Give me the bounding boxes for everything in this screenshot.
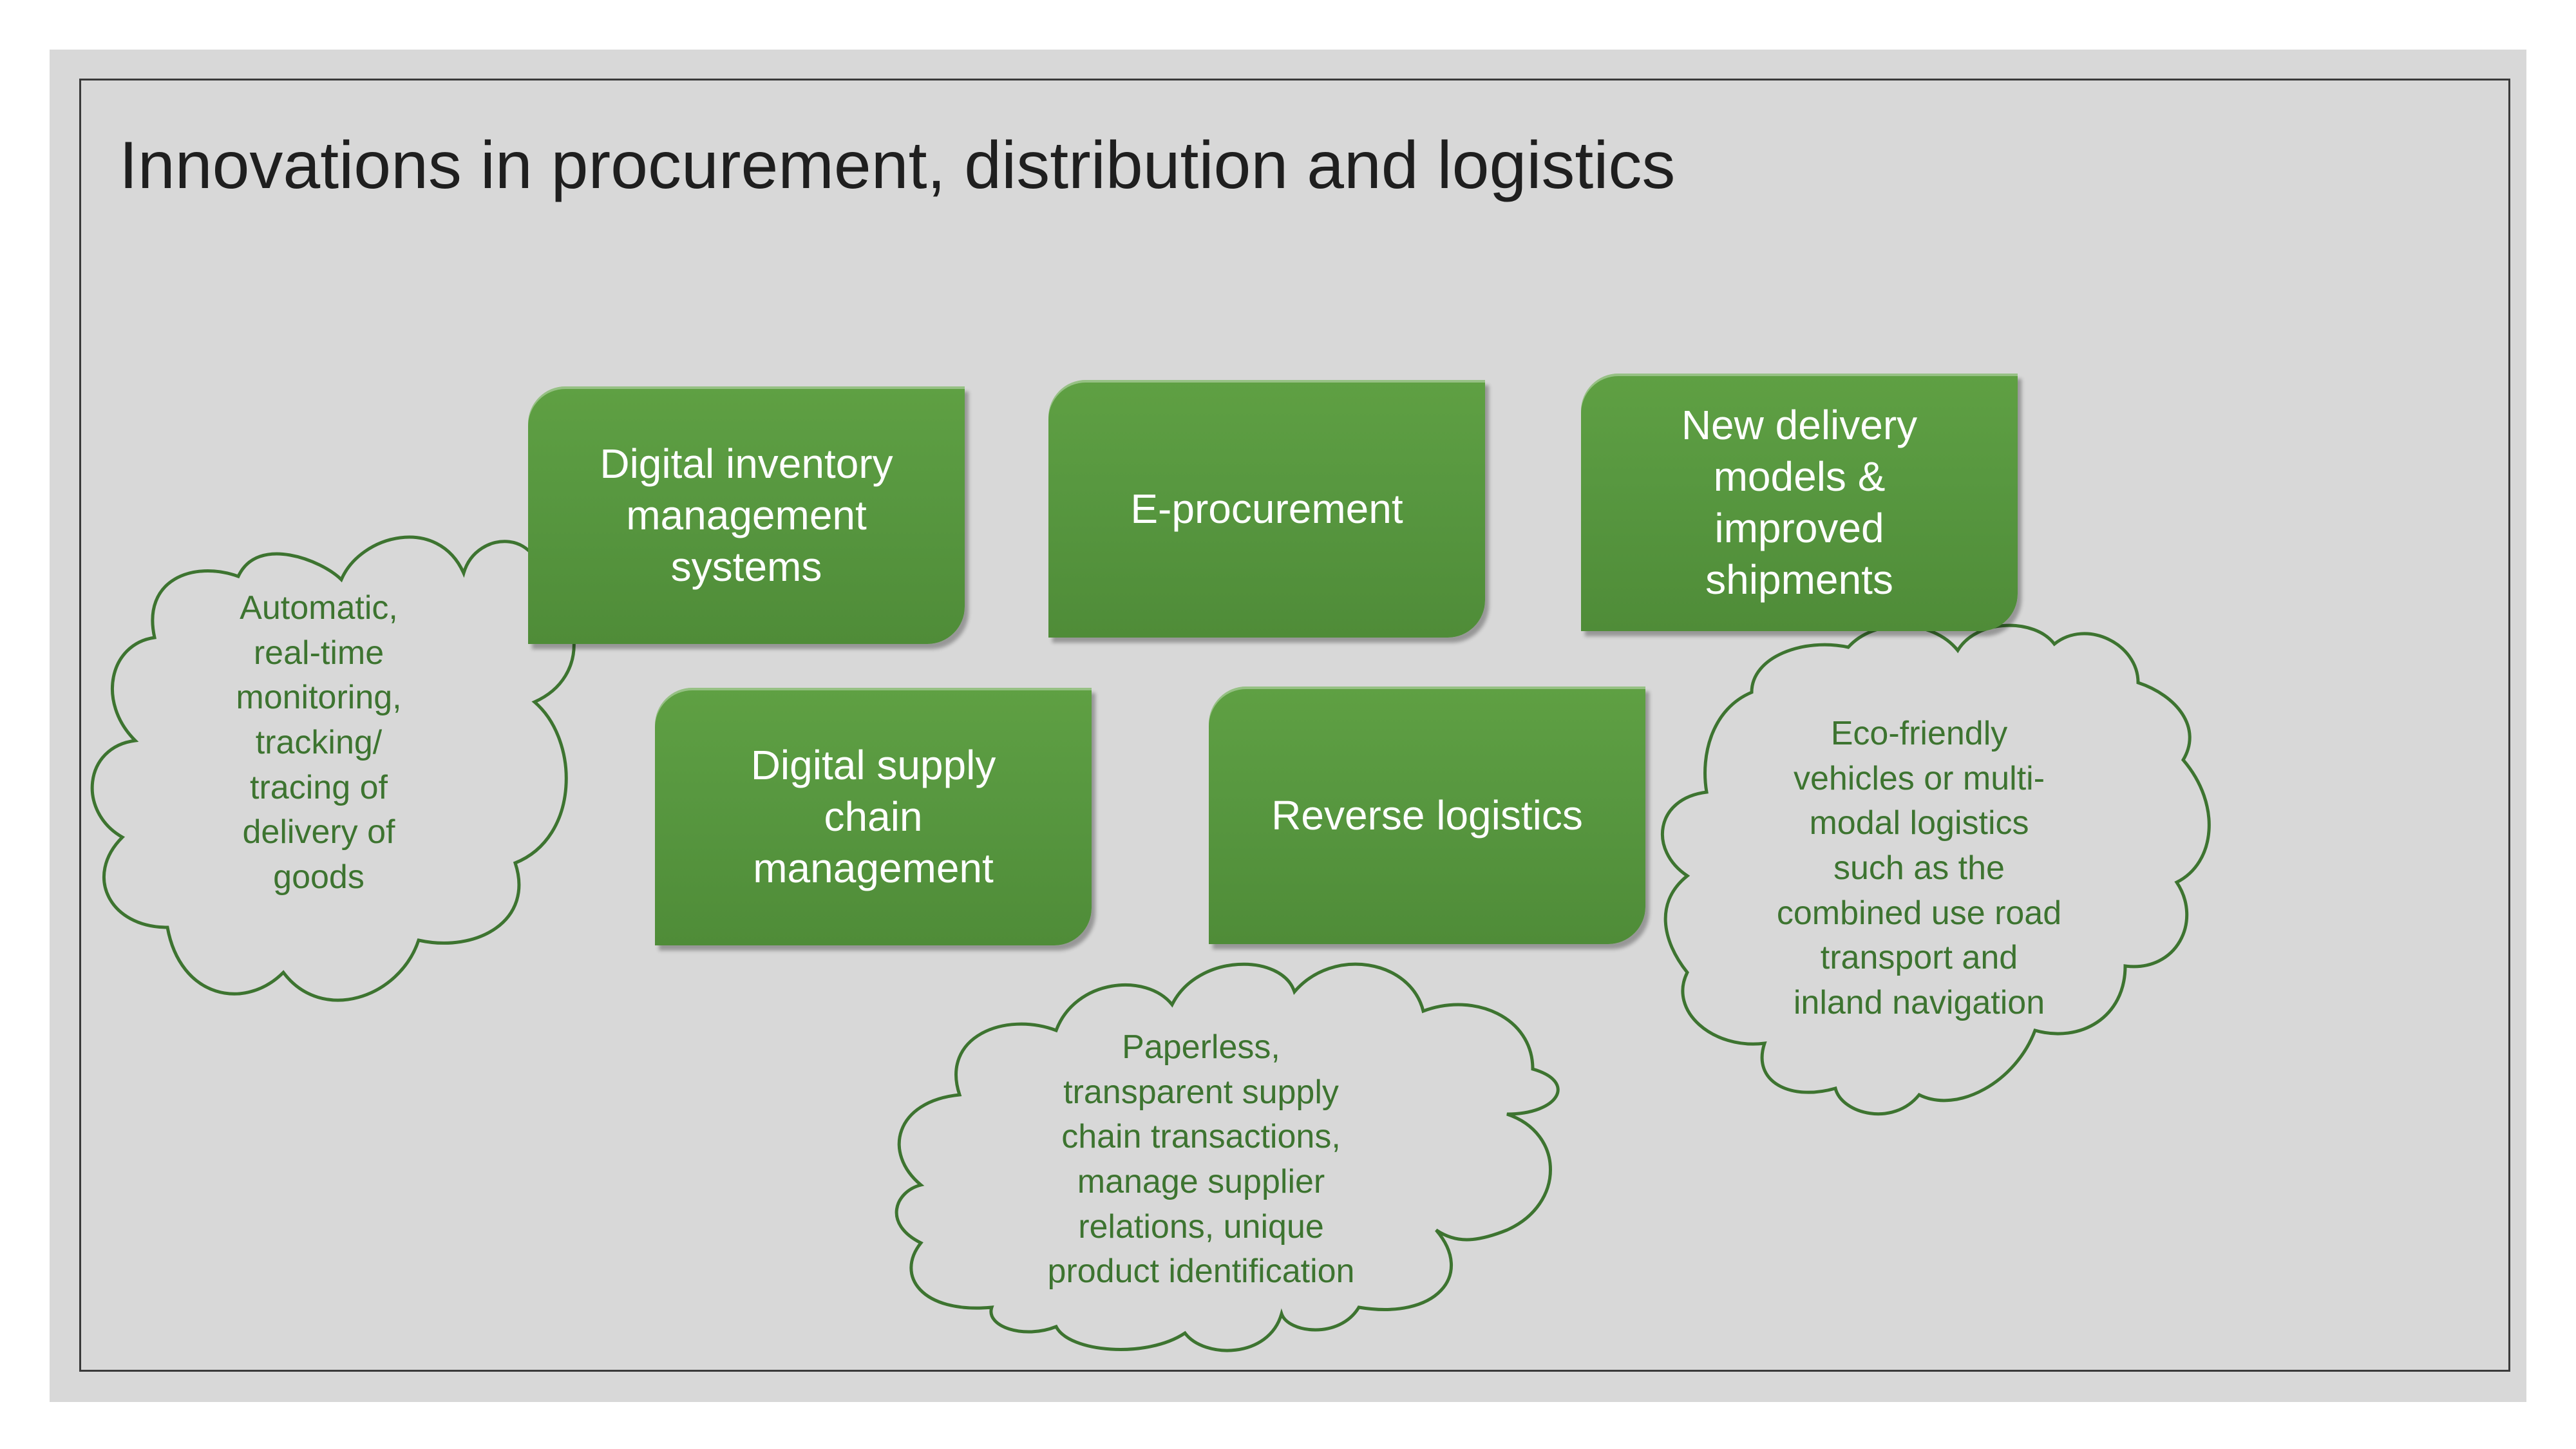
box-e-procurement-label: E-procurement [1130,486,1403,532]
cloud-eco-text: Eco-friendly vehicles or multi- modal lo… [1776,715,2062,1022]
box-new-delivery-models-label: New delivery models & improved shipments [1681,402,1918,603]
box-digital-inventory: Digital inventory management systems [528,386,965,644]
box-new-delivery-models: New delivery models & improved shipments [1581,374,2018,631]
box-digital-supply-chain: Digital supply chain management [655,688,1092,945]
box-digital-inventory-label: Digital inventory management systems [600,440,893,590]
box-reverse-logistics: Reverse logistics [1209,687,1645,944]
cloud-monitoring-text: Automatic, real-time monitoring, trackin… [236,589,402,896]
slide-frame [79,79,2510,1372]
slide-title: Innovations in procurement, distribution… [119,128,1676,203]
box-digital-supply-chain-label: Digital supply chain management [750,742,996,891]
box-e-procurement: E-procurement [1048,380,1485,638]
cloud-paperless-text: Paperless, transparent supply chain tran… [1047,1028,1355,1291]
box-reverse-logistics-label: Reverse logistics [1271,792,1583,838]
